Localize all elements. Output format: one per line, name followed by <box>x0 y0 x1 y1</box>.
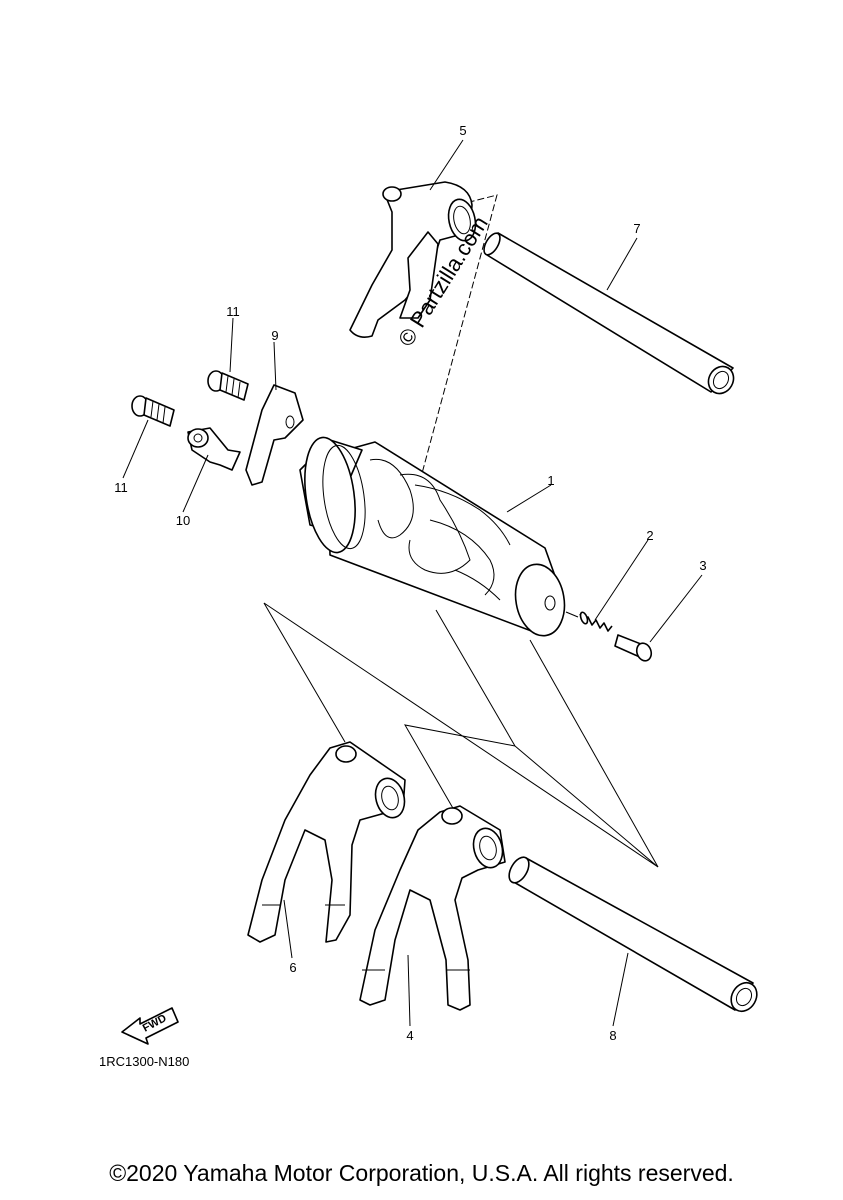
spring-2[interactable] <box>565 611 613 632</box>
callout-11-upper: 11 <box>226 304 240 319</box>
pin-3[interactable] <box>614 634 654 663</box>
callout-8: 8 <box>609 1028 616 1043</box>
screw-11-lower[interactable] <box>131 395 175 427</box>
callout-4: 4 <box>406 1028 413 1043</box>
shift-fork-shaft-7[interactable] <box>481 231 739 399</box>
callout-9: 9 <box>271 328 278 343</box>
callout-1: 1 <box>547 473 554 488</box>
callout-6: 6 <box>289 960 296 975</box>
callout-3: 3 <box>699 558 706 573</box>
figure-code: 1RC1300-N180 <box>99 1054 189 1069</box>
leader-lines <box>122 139 703 1027</box>
screw-11-upper[interactable] <box>207 370 249 401</box>
shift-drum-1[interactable] <box>298 434 570 639</box>
callout-11-lower: 11 <box>114 480 128 495</box>
callout-labels: 1 2 3 4 5 6 7 8 9 10 11 11 <box>114 123 706 1043</box>
shift-fork-4[interactable] <box>359 805 507 1011</box>
plate-9[interactable] <box>245 384 304 486</box>
stopper-10[interactable] <box>187 427 241 471</box>
shift-fork-5[interactable] <box>349 181 479 338</box>
fwd-arrow-icon: FWD <box>121 1007 179 1045</box>
shift-fork-6[interactable] <box>247 741 409 943</box>
callout-2: 2 <box>646 528 653 543</box>
callout-10: 10 <box>176 513 190 528</box>
copyright-notice: ©2020 Yamaha Motor Corporation, U.S.A. A… <box>109 1160 734 1186</box>
callout-5: 5 <box>459 123 466 138</box>
shift-fork-shaft-8[interactable] <box>505 854 762 1016</box>
callout-7: 7 <box>633 221 640 236</box>
